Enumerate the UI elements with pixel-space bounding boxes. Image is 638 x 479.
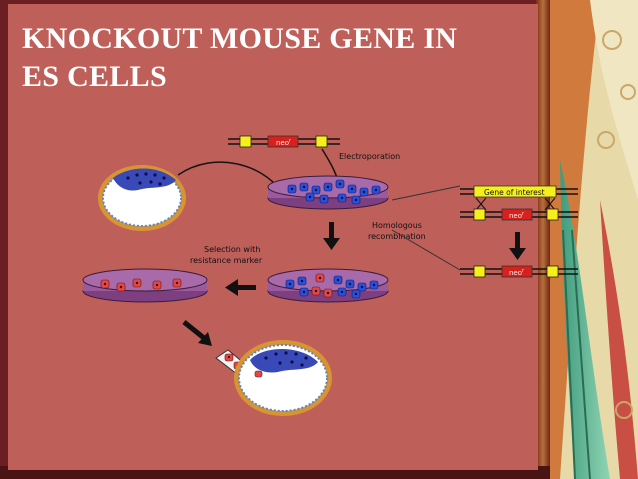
neo-construct-top [228, 135, 340, 148]
homologous-label: Homologous [372, 221, 422, 230]
neo-label-vector: neor [509, 211, 525, 220]
crossover-lines [475, 197, 556, 211]
mixed-cells-dish-2 [285, 273, 379, 299]
gene-of-interest-label: Gene of interest [484, 188, 545, 197]
recombination-label: recombination [368, 232, 426, 241]
blastocyst-bottom [234, 340, 332, 416]
zoom-line-top [391, 185, 461, 201]
gene-locus-chromosome [460, 185, 578, 198]
slide-title-line-2: ES CELLS [22, 60, 167, 93]
neo-label-top: neor [276, 138, 292, 147]
arrow-selection [225, 279, 256, 296]
frame-border-right [536, 0, 550, 479]
neo-label-recombined: neor [509, 268, 525, 277]
arrow-to-injection [182, 320, 212, 346]
slide-title: KNOCKOUT MOUSE GENE IN ES CELLS [22, 20, 542, 96]
blastocyst-top [98, 165, 186, 231]
arrow-to-recombined-locus [509, 232, 526, 260]
targeting-vector [460, 208, 578, 221]
right-decorative-fabric [548, 0, 638, 479]
zoom-line-bottom [391, 229, 461, 271]
recombined-locus [460, 265, 578, 278]
slide-title-line-1: KNOCKOUT MOUSE GENE IN [22, 22, 458, 55]
arrow-homologous-recombination [323, 222, 340, 250]
red-cells-dish-3 [100, 278, 182, 292]
dish-electroporated [267, 175, 389, 210]
blue-cells-dish-1 [287, 179, 381, 205]
electroporation-label: Electroporation [339, 152, 400, 161]
resistance-marker-label: resistance marker [190, 256, 263, 265]
selection-label: Selection with [204, 245, 260, 254]
